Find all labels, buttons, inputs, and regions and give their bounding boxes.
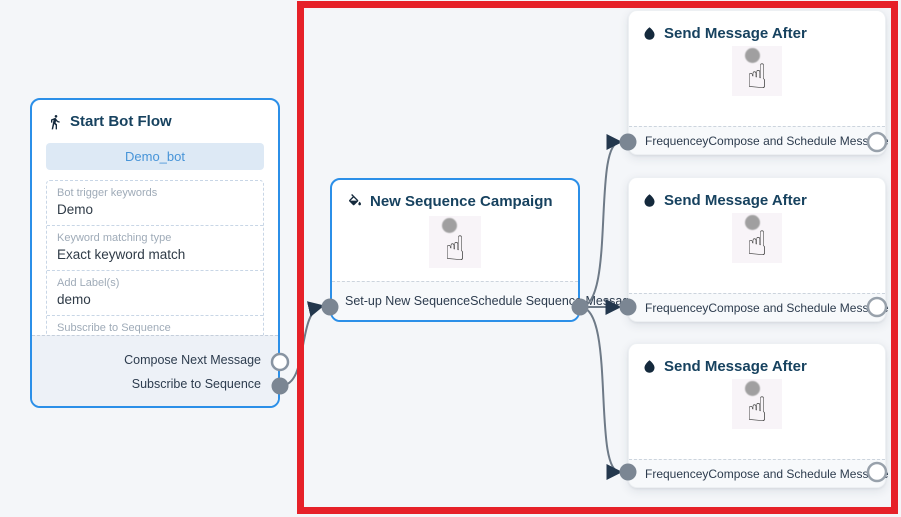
node-title-row: Start Bot Flow bbox=[32, 100, 278, 130]
edge-start-to-campaign bbox=[279, 301, 325, 387]
output-compose-next-message: Compose Next Message bbox=[124, 353, 261, 367]
handle-schedule-sequence-message: Schedule Sequence Message bbox=[470, 294, 637, 308]
node-handle-footer: Frequencey Compose and Schedule Message bbox=[629, 459, 889, 487]
node-title-row: Send Message After bbox=[629, 344, 885, 375]
node-title-row: Send Message After bbox=[629, 11, 885, 42]
node-title: Send Message After bbox=[664, 192, 807, 209]
node-send-message-after-3[interactable]: Send Message After ☝ Frequencey Compose … bbox=[628, 343, 889, 488]
output-subscribe-to-sequence: Subscribe to Sequence bbox=[131, 377, 261, 391]
handle-frequencey: Frequencey bbox=[645, 133, 709, 148]
field-keyword-matching-type[interactable]: Keyword matching type Exact keyword matc… bbox=[47, 225, 263, 270]
node-handle-footer: Frequencey Compose and Schedule Message bbox=[629, 126, 889, 154]
handle-frequencey: Frequencey bbox=[645, 300, 709, 315]
walking-person-icon bbox=[51, 114, 60, 129]
field-add-labels[interactable]: Add Label(s) demo bbox=[47, 270, 263, 315]
water-drop-icon bbox=[644, 194, 655, 207]
water-drop-icon bbox=[644, 360, 655, 373]
node-send-message-after-2[interactable]: Send Message After ☝ Frequencey Compose … bbox=[628, 177, 889, 322]
tap-dot bbox=[745, 381, 760, 396]
tap-hand-icon[interactable]: ☝ bbox=[429, 216, 481, 268]
edge-campaign-to-send-1 bbox=[579, 134, 623, 308]
node-title-row: Send Message After bbox=[629, 178, 885, 209]
bot-config-fields: Bot trigger keywords Demo Keyword matchi… bbox=[46, 180, 264, 361]
node-new-sequence-campaign[interactable]: New Sequence Campaign ☝ Set-up New Seque… bbox=[330, 178, 636, 322]
tap-hand-icon[interactable]: ☝ bbox=[732, 213, 782, 263]
handle-frequencey: Frequencey bbox=[645, 466, 709, 481]
tap-dot bbox=[442, 218, 457, 233]
edge-campaign-to-send-3 bbox=[579, 306, 623, 480]
paint-bucket-icon bbox=[348, 193, 361, 205]
node-handle-footer: Set-up New Sequence Schedule Sequence Me… bbox=[332, 281, 636, 320]
node-title: Send Message After bbox=[664, 358, 807, 375]
node-title: Send Message After bbox=[664, 25, 807, 42]
node-output-footer: Compose Next Message Subscribe to Sequen… bbox=[32, 335, 278, 406]
node-title: Start Bot Flow bbox=[70, 113, 172, 130]
tap-hand-icon[interactable]: ☝ bbox=[732, 379, 782, 429]
tap-dot bbox=[745, 48, 760, 63]
handle-setup-new-sequence: Set-up New Sequence bbox=[345, 294, 471, 308]
handle-compose-and-schedule-message: Compose and Schedule Message bbox=[708, 300, 889, 315]
node-start-bot-flow[interactable]: Start Bot Flow Demo_bot Bot trigger keyw… bbox=[30, 98, 280, 408]
tap-dot bbox=[745, 215, 760, 230]
node-title-row: New Sequence Campaign bbox=[332, 180, 578, 210]
node-send-message-after-1[interactable]: Send Message After ☝ Frequencey Compose … bbox=[628, 10, 889, 155]
tap-hand-icon[interactable]: ☝ bbox=[732, 46, 782, 96]
handle-compose-and-schedule-message: Compose and Schedule Message bbox=[708, 133, 889, 148]
bot-name-button[interactable]: Demo_bot bbox=[46, 143, 264, 170]
field-bot-trigger-keywords[interactable]: Bot trigger keywords Demo bbox=[57, 187, 158, 217]
water-drop-icon bbox=[644, 27, 655, 40]
node-handle-footer: Frequencey Compose and Schedule Message bbox=[629, 293, 889, 321]
node-title: New Sequence Campaign bbox=[370, 193, 553, 210]
handle-compose-and-schedule-message: Compose and Schedule Message bbox=[708, 466, 889, 481]
